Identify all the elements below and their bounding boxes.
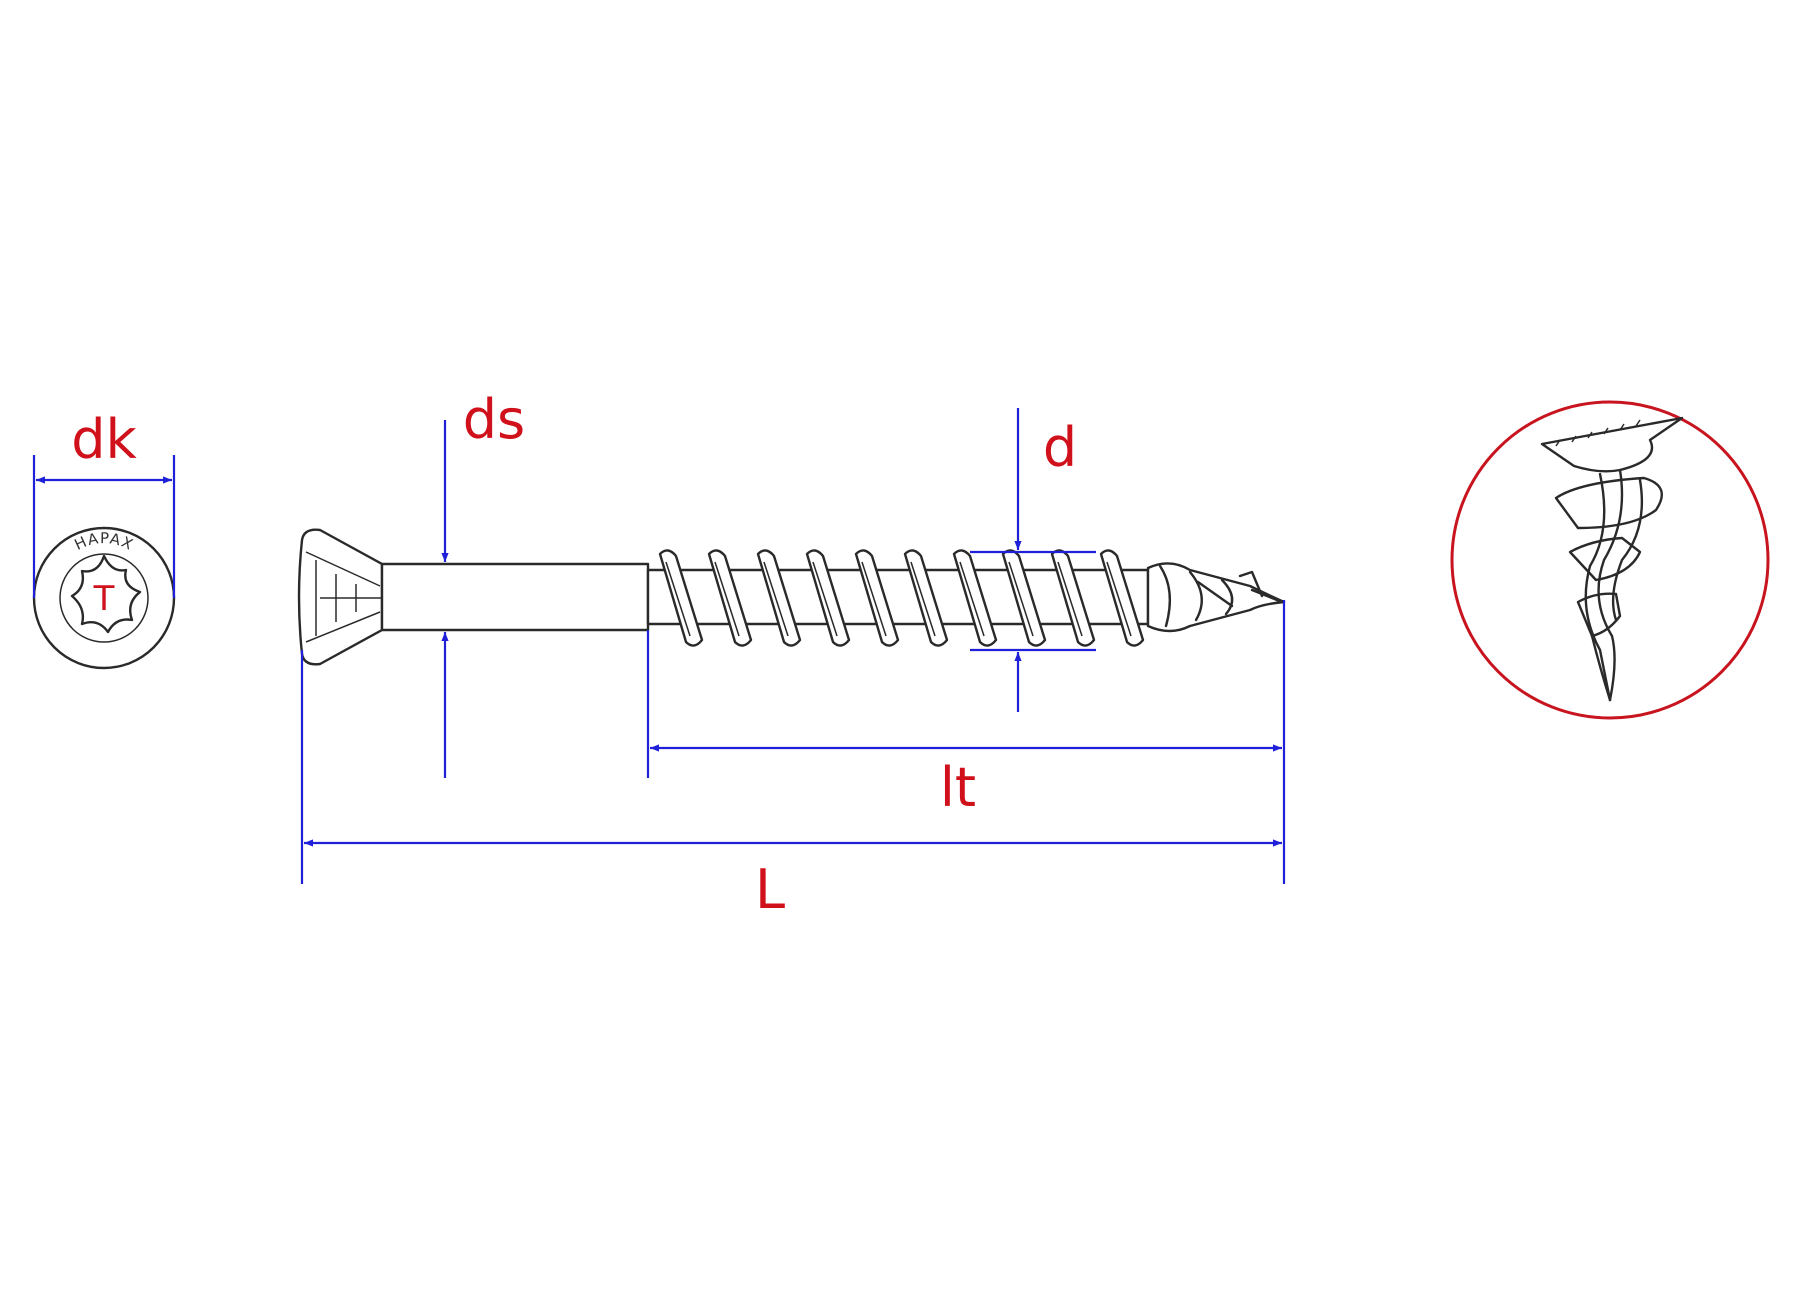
thread-crest-line xyxy=(959,561,985,637)
screw-head xyxy=(297,528,384,666)
thread-crest-line xyxy=(910,561,936,637)
lt-dimension: lt xyxy=(646,600,1286,884)
detail-circle xyxy=(1450,400,1770,720)
drive-mark: T xyxy=(93,579,115,619)
lt-label: lt xyxy=(940,756,976,819)
head-top-view: HAPAX T xyxy=(32,526,176,670)
screw-side-view xyxy=(297,528,1286,666)
screw-threads xyxy=(658,549,1145,647)
thread-crest-line xyxy=(1106,561,1132,637)
tip-detail-view xyxy=(1450,400,1770,720)
d-label: d xyxy=(1043,416,1077,479)
ds-dimension: ds xyxy=(441,388,525,778)
L-label: L xyxy=(755,858,785,921)
thread-crest-line xyxy=(861,561,887,637)
thread-crest-line xyxy=(665,561,691,637)
ds-label: ds xyxy=(463,388,525,451)
thread-crest-line xyxy=(1008,561,1034,637)
dk-dimension: dk xyxy=(32,408,176,598)
d-dimension: d xyxy=(970,408,1096,712)
L-dimension: L xyxy=(300,650,1282,921)
thread-crest-line xyxy=(714,561,740,637)
screw-shank xyxy=(380,562,650,632)
thread-crest-line xyxy=(763,561,789,637)
thread-crest-line xyxy=(812,561,838,637)
thread-crest-line xyxy=(1057,561,1083,637)
torx-drive-icon xyxy=(70,554,142,634)
screw-tip xyxy=(1146,562,1286,633)
dk-label: dk xyxy=(71,408,137,471)
